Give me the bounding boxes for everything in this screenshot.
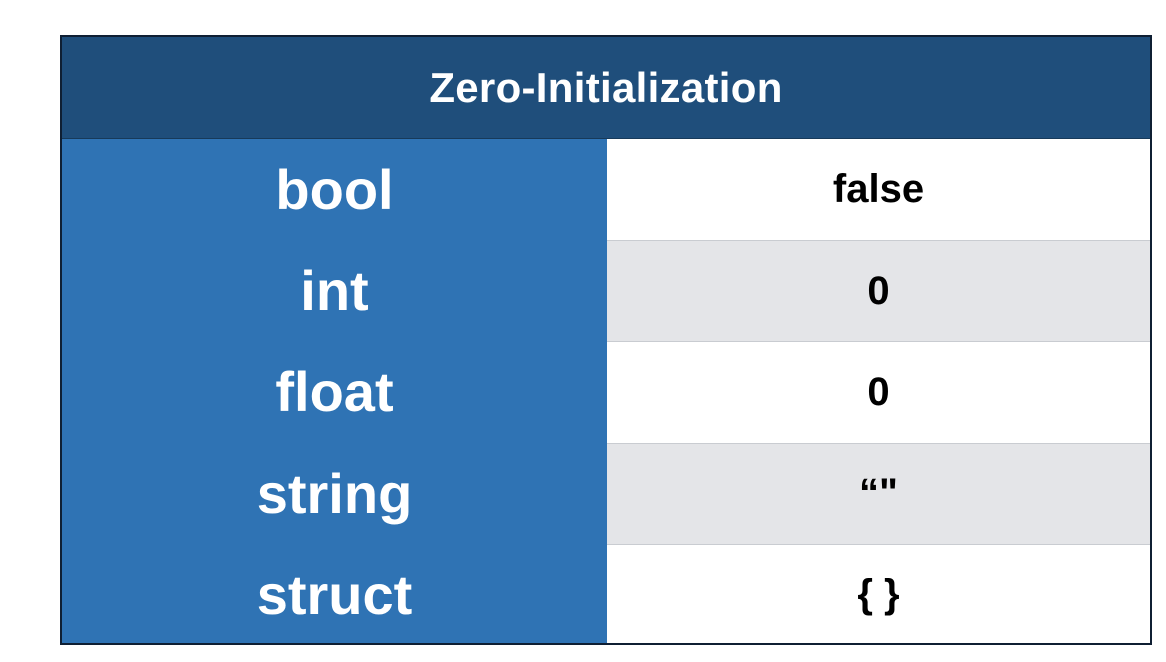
type-cell: string xyxy=(62,442,607,544)
zero-value-cell: false xyxy=(607,139,1150,241)
table-body: bool false int 0 float 0 string “" struc… xyxy=(62,139,1150,643)
zero-value-cell: “" xyxy=(607,442,1150,544)
zero-initialization-table: Zero-Initialization bool false int 0 flo… xyxy=(60,35,1152,645)
table-row-string: string “" xyxy=(62,442,1150,544)
table-row-struct: struct { } xyxy=(62,543,1150,643)
type-cell: int xyxy=(62,240,607,342)
zero-value-cell: { } xyxy=(607,543,1150,643)
type-cell: bool xyxy=(62,139,607,241)
zero-value-cell: 0 xyxy=(607,240,1150,342)
table-row-bool: bool false xyxy=(62,139,1150,241)
table-title: Zero-Initialization xyxy=(62,37,1150,139)
zero-value-cell: 0 xyxy=(607,341,1150,443)
type-cell: float xyxy=(62,341,607,443)
type-cell: struct xyxy=(62,543,607,643)
table-row-float: float 0 xyxy=(62,341,1150,443)
table-row-int: int 0 xyxy=(62,240,1150,342)
